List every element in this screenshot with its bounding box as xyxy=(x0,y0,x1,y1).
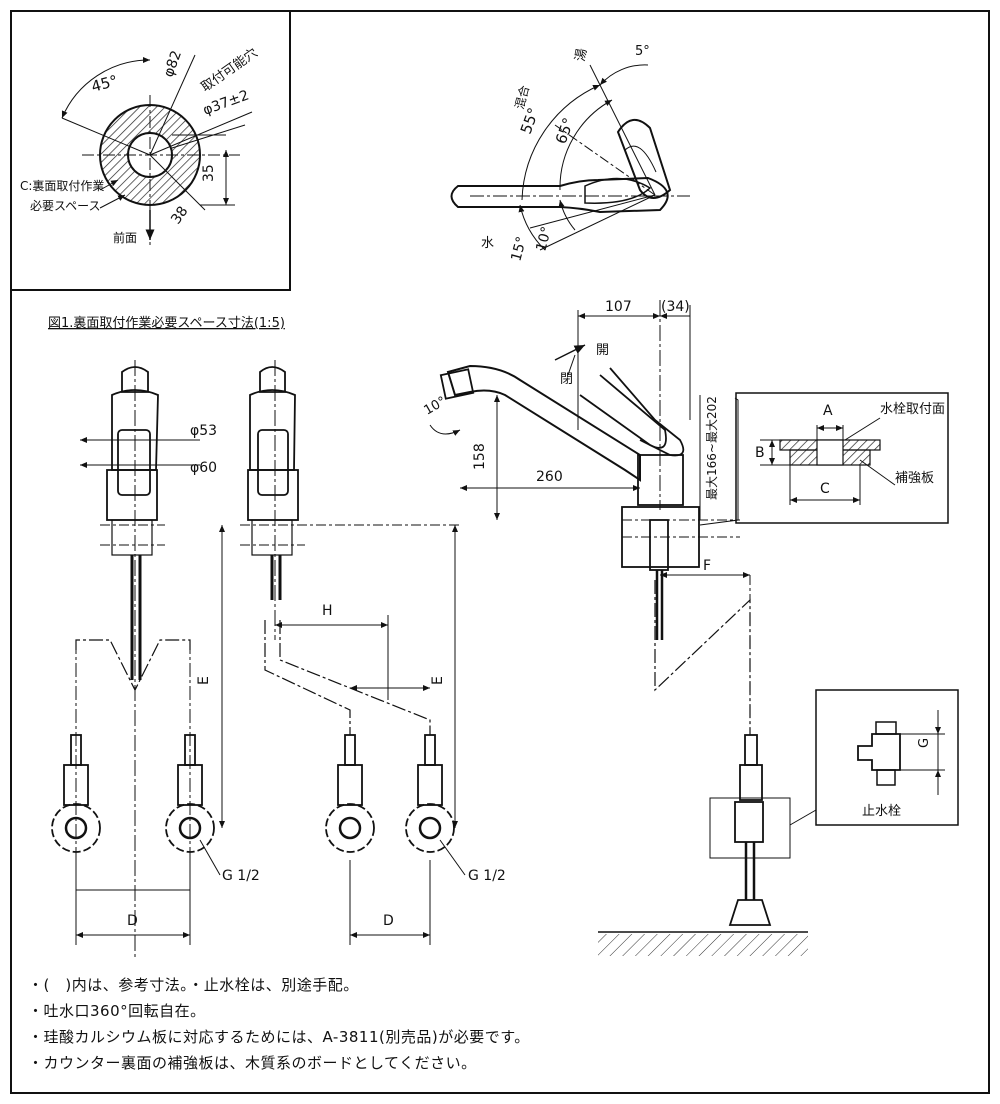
dim-107: 107 xyxy=(605,299,632,315)
mount-hole-inset xyxy=(61,54,253,245)
dim-e-right: E xyxy=(430,676,446,685)
angle-45: 45° xyxy=(89,72,119,96)
note-4: ・カウンター裏面の補強板は、木質系のボードとしてください。 xyxy=(28,1054,477,1072)
side-view-faucet xyxy=(429,300,808,933)
inset-caption: 図1.裏面取付作業必要スペース寸法(1:5) xyxy=(48,315,285,331)
hot-label: 湯 xyxy=(573,47,590,62)
dim-260: 260 xyxy=(536,469,563,485)
angle-10: 10° xyxy=(533,225,555,253)
outer-dia-label: φ82 xyxy=(161,48,185,79)
notes: ・( )内は、参考寸法。・止水栓は、別途手配。 ・吐水口360°回転自在。 ・珪… xyxy=(28,972,828,1076)
dim-38: 38 xyxy=(168,204,191,228)
stop-valve-label: 止水栓 xyxy=(862,804,901,819)
cold-label: 水 xyxy=(481,236,494,251)
dim-d-right: D xyxy=(383,913,394,929)
lever-open: 開 xyxy=(596,343,609,358)
stop-valve-detail xyxy=(789,689,959,826)
dim-158: 158 xyxy=(472,443,488,470)
spout-top-outline xyxy=(450,176,669,214)
c-label-2: 必要スペース xyxy=(30,199,101,213)
note-1: ・( )内は、参考寸法。・止水栓は、別途手配。 xyxy=(28,976,359,994)
front-view-right xyxy=(219,360,466,945)
dim-d-left: D xyxy=(127,913,138,929)
sheet-border xyxy=(10,10,990,1094)
note-2: ・吐水口360°回転自在。 xyxy=(28,1002,206,1020)
dim-a: A xyxy=(823,403,833,419)
note-3: ・珪酸カルシウム板に対応するためには、A-3811(別売品)が必要です。 xyxy=(28,1028,530,1046)
dia-60: φ60 xyxy=(190,460,217,476)
angle-5: 5° xyxy=(635,44,650,59)
mixed-label: 混合 xyxy=(511,84,532,111)
lever-closed: 閉 xyxy=(560,372,573,387)
front-label: 前面 xyxy=(113,230,137,245)
g-half-right: G 1/2 xyxy=(468,868,506,884)
dim-35: 35 xyxy=(201,164,217,182)
mount-detail xyxy=(735,392,949,524)
dim-e-left: E xyxy=(196,676,212,685)
top-view-lever xyxy=(450,64,690,251)
g-half-left: G 1/2 xyxy=(222,868,260,884)
dim-c: C xyxy=(820,481,830,497)
lever-hot xyxy=(616,119,672,199)
angle-65: 65° xyxy=(552,115,578,146)
dim-g: G xyxy=(917,738,932,748)
c-label-1: C:裏面取付作業 xyxy=(20,178,104,193)
dim-b: B xyxy=(755,445,765,461)
dim-34: (34) xyxy=(661,299,690,315)
range-label: 最大166~最大202 xyxy=(705,396,719,500)
hole-label: 取付可能穴 xyxy=(199,46,261,96)
front-view-left xyxy=(51,360,221,960)
reinforce-label: 補強板 xyxy=(895,471,934,486)
dia-53: φ53 xyxy=(190,423,217,439)
dim-f: F xyxy=(703,558,711,574)
floor-hatch xyxy=(598,934,808,956)
surface-label: 水栓取付面 xyxy=(880,402,945,417)
angle-15: 15° xyxy=(508,235,530,263)
dim-h: H xyxy=(322,603,333,619)
lever-mixed xyxy=(584,177,652,204)
inset-frame xyxy=(10,10,291,291)
